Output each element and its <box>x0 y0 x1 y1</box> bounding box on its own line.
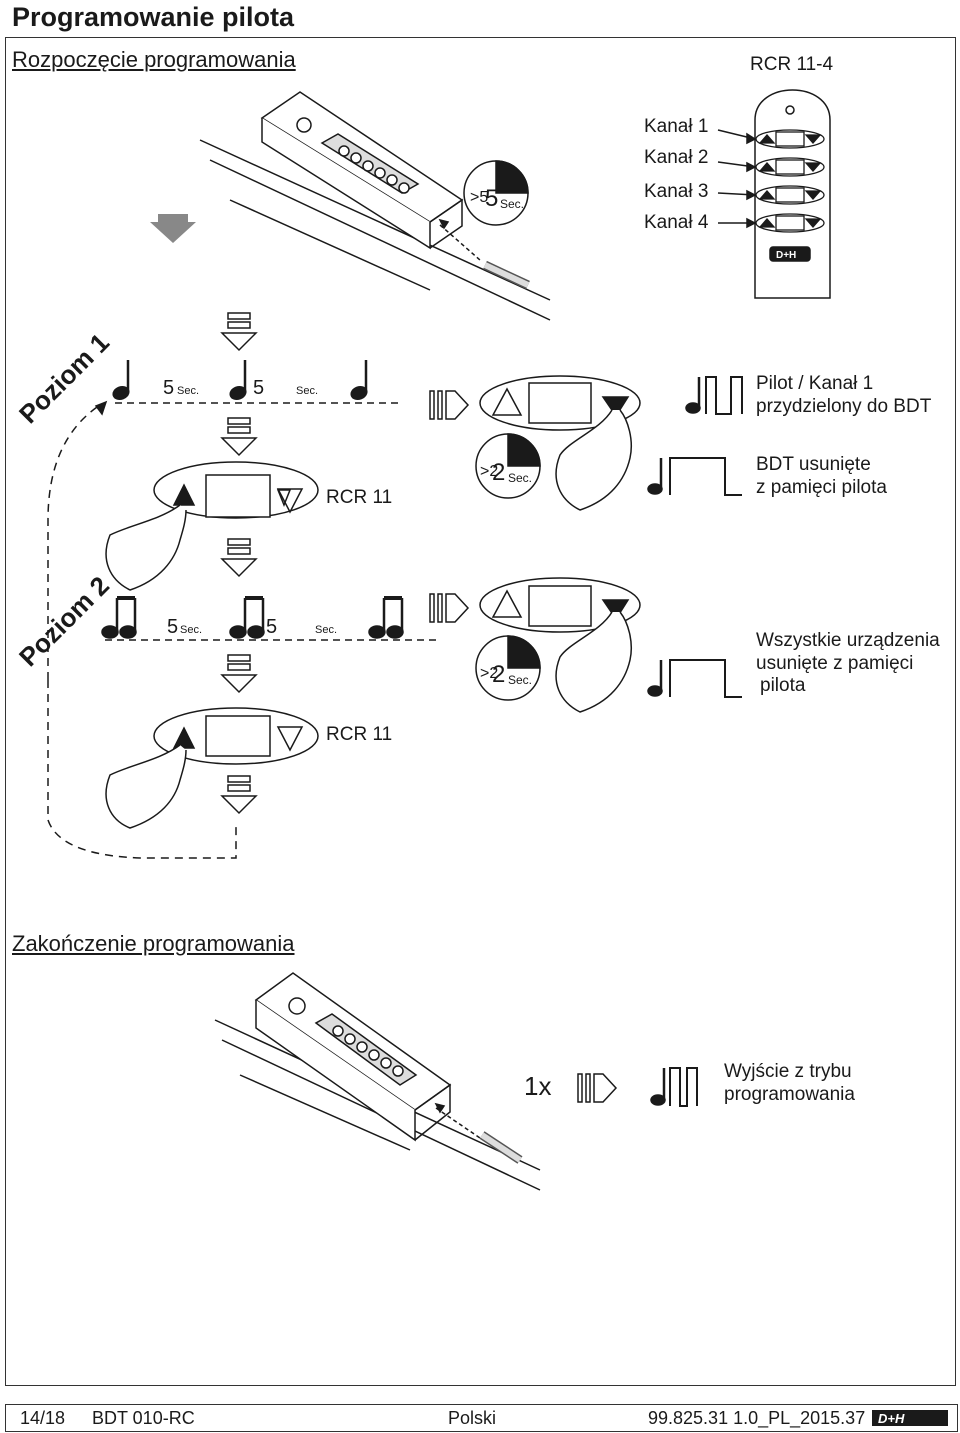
beep-double-note-3 <box>368 596 404 639</box>
timer-2sec-icon-level1: >2 2 Sec. <box>475 433 541 499</box>
svg-text:D+H: D+H <box>878 1411 905 1426</box>
level1-device-label: RCR 11 <box>326 487 393 508</box>
svg-text:5: 5 <box>253 377 264 399</box>
level2-device-label: RCR 11 <box>326 724 393 745</box>
svg-text:Sec.: Sec. <box>508 673 532 687</box>
beep-note-3 <box>350 360 368 401</box>
beep-double-note-2 <box>229 596 265 639</box>
svg-text:5: 5 <box>266 616 277 638</box>
svg-text:>5: >5 <box>470 189 488 206</box>
svg-text:2: 2 <box>492 661 505 688</box>
svg-text:Sec.: Sec. <box>508 471 532 485</box>
remote-rcr11-level2-right <box>479 577 641 713</box>
channel-4-label: Kanał 4 <box>644 212 709 233</box>
title-divider <box>5 37 956 38</box>
result-all-removed-line3: pilota <box>760 675 806 696</box>
channel-1-label: Kanał 1 <box>644 116 709 137</box>
signal-short-pulse-icon <box>685 376 743 415</box>
svg-text:5: 5 <box>163 377 174 399</box>
result-all-removed-line2: usunięte z pamięci <box>756 653 914 674</box>
double-arrow-icon-end <box>577 1073 618 1103</box>
level1-label: Poziom 1 <box>13 327 115 429</box>
document-id: BDT 010-RC <box>92 1408 195 1428</box>
remote-rcr11-level1 <box>105 461 319 591</box>
svg-text:>2: >2 <box>480 665 498 682</box>
result-assigned-line2: przydzielony do BDT <box>756 396 932 417</box>
svg-text:Sec.: Sec. <box>177 385 199 397</box>
content-frame <box>5 37 956 1386</box>
beep-note-2 <box>229 360 247 401</box>
svg-text:>2: >2 <box>480 463 498 480</box>
release-arrow-icon-level2 <box>220 654 258 815</box>
double-arrow-icon <box>429 390 470 420</box>
channel-2-label: Kanał 2 <box>644 147 709 168</box>
result-all-removed-line1: Wszystkie urządzenia <box>756 630 940 651</box>
double-arrow-icon-level2 <box>429 593 470 623</box>
page-number: 14/18 <box>20 1408 66 1428</box>
remote-control-rcr11-4: D+H <box>717 89 831 299</box>
bdt-device-bottom <box>214 972 541 1191</box>
section-start-heading: Rozpoczęcie programowania <box>12 47 296 72</box>
svg-text:2: 2 <box>492 459 505 486</box>
timer-2sec-icon-level2: >2 2 Sec. <box>475 635 541 701</box>
release-arrow-icon <box>220 312 258 578</box>
document-code: 99.825.31 1.0_PL_2015.37 <box>648 1408 866 1428</box>
language-label: Polski <box>448 1408 497 1428</box>
svg-text:Sec.: Sec. <box>500 197 524 211</box>
remote-rcr11-level1-right <box>479 375 641 511</box>
exit-result-line1: Wyjście z trybu <box>724 1061 852 1082</box>
svg-text:Sec.: Sec. <box>315 624 337 636</box>
remote-rcr11-level2 <box>105 707 319 829</box>
signal-long-pulse-icon <box>647 457 742 496</box>
exit-result-line2: programowania <box>724 1084 855 1105</box>
bdt-device-top <box>199 91 551 321</box>
section-end-heading: Zakończenie programowania <box>12 931 295 956</box>
beep-note-1 <box>112 360 130 401</box>
result-removed-line2: z pamięci pilota <box>756 477 887 498</box>
step-down-arrow <box>150 214 196 243</box>
svg-text:Sec.: Sec. <box>296 385 318 397</box>
svg-text:Sec.: Sec. <box>180 624 202 636</box>
beep-double-note-1 <box>101 596 137 639</box>
level2-label: Poziom 2 <box>13 570 115 672</box>
page-title: Programowanie pilota <box>12 2 295 32</box>
svg-text:5: 5 <box>485 185 498 212</box>
page-footer: 14/18 BDT 010-RC Polski 99.825.31 1.0_PL… <box>5 1404 958 1432</box>
dh-logo: D+H <box>872 1410 948 1426</box>
timer-5sec-icon: >5 5 Sec. <box>463 160 529 226</box>
signal-short-pulse-icon-end <box>650 1067 698 1107</box>
press-count-label: 1x <box>524 1071 552 1101</box>
remote-model-label: RCR 11-4 <box>750 54 834 75</box>
svg-text:5: 5 <box>167 616 178 638</box>
svg-text:D+H: D+H <box>776 250 796 261</box>
channel-3-label: Kanał 3 <box>644 181 709 202</box>
signal-long-pulse-icon-level2 <box>647 659 742 698</box>
result-assigned-line1: Pilot / Kanał 1 <box>756 373 874 394</box>
result-removed-line1: BDT usunięte <box>756 454 871 475</box>
